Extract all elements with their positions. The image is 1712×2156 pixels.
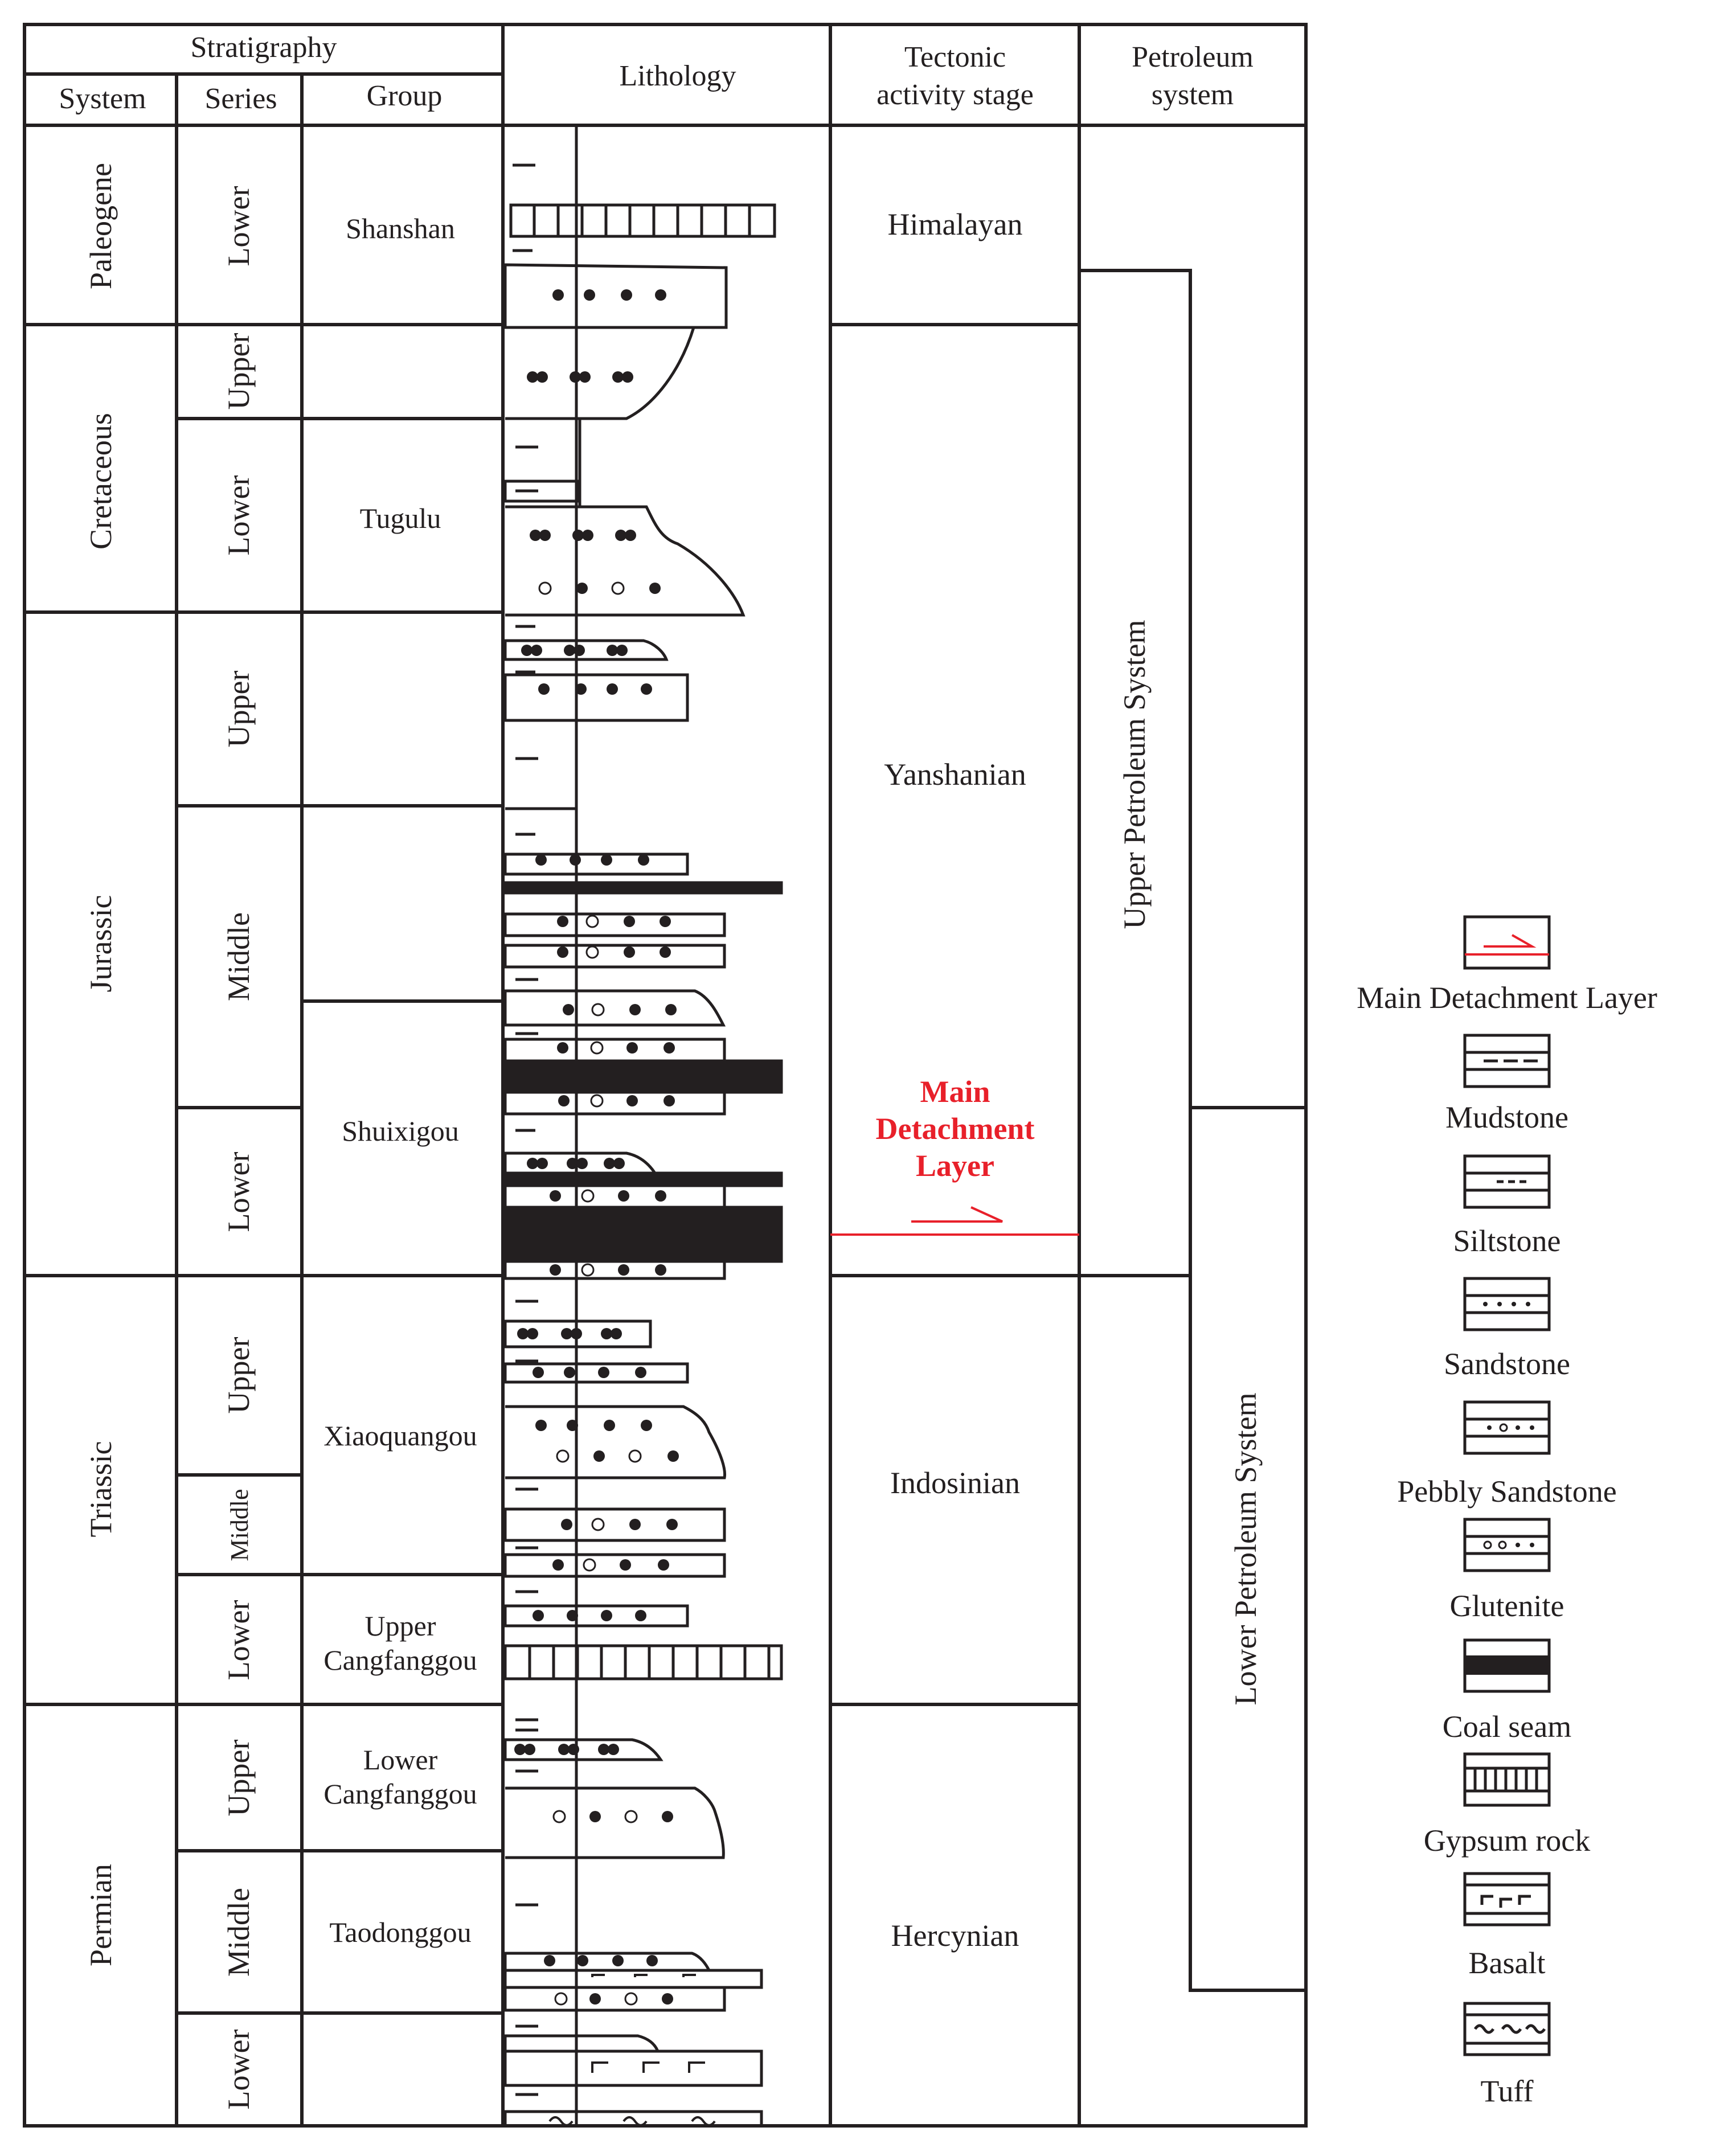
tectonic-stage-label: Indosinian (890, 1466, 1020, 1500)
gypsum-ticks (528, 1646, 771, 1679)
series-label: Lower (222, 2030, 256, 2110)
detachment-label: Main (920, 1075, 990, 1109)
legend-swatch-glutenite (1463, 1518, 1551, 1572)
group-label: Cangfanggou (323, 1778, 477, 1810)
group-label: Shanshan (346, 212, 455, 244)
header: Stratigraphy System Series Group Litholo… (59, 31, 1253, 115)
tectonic-stage-label: Hercynian (891, 1919, 1019, 1953)
petroleum-system-column: Upper Petroleum System Lower Petroleum S… (1117, 620, 1263, 1706)
legend-label: Pebbly Sandstone (1397, 1474, 1617, 1509)
legend-swatch-mudstone (1463, 1034, 1551, 1088)
glutenite-fan (505, 505, 746, 617)
coal-seam (503, 1206, 783, 1263)
legend-swatch-main-detachment (1463, 915, 1551, 970)
group-label: Lower (363, 1744, 438, 1776)
series-label: Upper (222, 1740, 256, 1817)
system-label: Permian (84, 1864, 118, 1966)
legend-swatch-sandstone (1463, 1277, 1551, 1331)
header-tectonic-line1: Tectonic (904, 41, 1006, 73)
series-label: Lower (222, 476, 256, 556)
group-column: Shanshan Tugulu Shuixigou Xiaoquangou Up… (323, 212, 477, 1948)
detachment-arrow (911, 1206, 1003, 1223)
basalt-bed (503, 2050, 763, 2087)
header-stratigraphy: Stratigraphy (190, 31, 337, 64)
series-label: Upper (222, 333, 256, 410)
system-column: Paleogene Cretaceous Jurassic Triassic P… (84, 163, 118, 1966)
lithology-grains (514, 289, 679, 2006)
pebbly-sandstone-fan (505, 1405, 727, 1479)
series-label: Upper (222, 1337, 256, 1414)
series-label: Middle (222, 912, 256, 1001)
group-label: Shuixigou (342, 1115, 459, 1147)
legend-swatch-tuff (1463, 2002, 1551, 2056)
lithology-patterns (548, 1974, 716, 2126)
legend-label: Mudstone (1445, 1100, 1568, 1134)
petroleum-system-label: Lower Petroleum System (1228, 1393, 1263, 1706)
header-system: System (59, 83, 146, 115)
header-lithology: Lithology (619, 60, 736, 92)
gypsum-bed (503, 1644, 783, 1680)
series-label: Upper (222, 671, 256, 748)
coal-seam (503, 881, 783, 895)
coal-seam (503, 1171, 783, 1187)
series-label: Lower (222, 1600, 256, 1680)
glutenite-fan (505, 1786, 725, 1859)
petroleum-system-label: Upper Petroleum System (1117, 620, 1152, 929)
legend: Main Detachment Layer Mudstone Siltstone… (1357, 915, 1657, 2108)
header-tectonic-line2: activity stage (877, 79, 1034, 111)
legend-label: Gypsum rock (1424, 1823, 1590, 1858)
system-label: Paleogene (84, 163, 118, 289)
group-label: Cangfanggou (323, 1644, 477, 1676)
legend-label: Basalt (1469, 1946, 1546, 1980)
series-label: Lower (222, 186, 256, 267)
series-label: Middle (226, 1489, 253, 1561)
gypsum-ticks (533, 205, 751, 236)
system-label: Triassic (84, 1441, 118, 1537)
tectonic-stage-label: Himalayan (888, 207, 1023, 241)
header-group: Group (367, 80, 443, 112)
lithology-column (503, 125, 783, 2128)
header-series: Series (204, 83, 277, 115)
series-label: Middle (222, 1888, 256, 1977)
legend-label: Tuff (1480, 2074, 1533, 2108)
group-label: Upper (365, 1610, 436, 1642)
main-detachment-annotation: Main Detachment Layer (830, 1075, 1079, 1236)
group-label: Tugulu (360, 502, 441, 534)
group-label: Taodonggou (329, 1916, 471, 1948)
sandstone-bed (503, 263, 728, 329)
conglomerate-fan (505, 326, 696, 420)
detachment-label: Layer (916, 1149, 994, 1183)
series-column: Lower Upper Lower Upper Middle Lower Upp… (222, 186, 256, 2110)
legend-swatch-gypsum-rock (1463, 1752, 1551, 1807)
gypsum-bed (509, 203, 776, 238)
header-petroleum-line1: Petroleum (1132, 41, 1254, 73)
legend-label: Main Detachment Layer (1357, 981, 1657, 1015)
legend-label: Sandstone (1444, 1347, 1570, 1381)
group-label: Xiaoquangou (323, 1420, 477, 1452)
system-label: Jurassic (84, 895, 118, 993)
legend-label: Siltstone (1453, 1224, 1561, 1258)
series-label: Lower (222, 1152, 256, 1232)
legend-label: Glutenite (1450, 1589, 1564, 1623)
legend-swatch-pebbly-sandstone (1463, 1400, 1551, 1455)
header-petroleum-line2: system (1152, 79, 1234, 111)
legend-swatch-basalt (1463, 1872, 1551, 1927)
tectonic-column: Himalayan Yanshanian Indosinian Hercynia… (884, 207, 1026, 1953)
basalt-bed (503, 1969, 763, 1989)
tuff-bed (503, 2110, 763, 2128)
legend-label: Coal seam (1443, 1710, 1571, 1744)
legend-swatch-siltstone (1463, 1154, 1551, 1209)
detachment-label: Detachment (876, 1112, 1035, 1146)
tectonic-stage-label: Yanshanian (884, 757, 1026, 792)
coal-seam (503, 1059, 783, 1094)
system-label: Cretaceous (84, 413, 118, 550)
